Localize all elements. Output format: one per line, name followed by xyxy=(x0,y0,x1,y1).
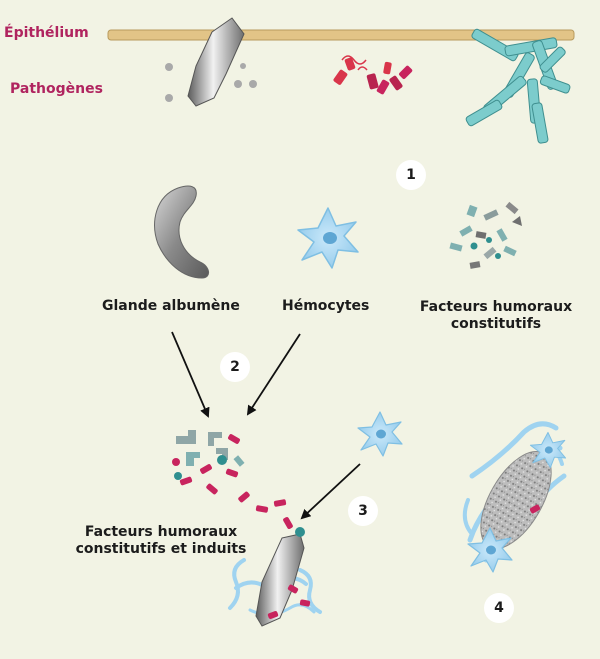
induced-factors-cluster xyxy=(172,430,293,529)
albumen-gland-label: Glande albumène xyxy=(102,298,240,314)
step-2-badge: 2 xyxy=(220,352,250,382)
hemocyte-top xyxy=(297,207,359,269)
constitutive-factors-cluster xyxy=(449,201,522,269)
constitutive-factors-label: Facteurs humoraux constitutifs xyxy=(412,299,580,333)
step-4-badge: 4 xyxy=(484,593,514,623)
constitutive-factors-line1: Facteurs humoraux xyxy=(419,299,573,315)
induced-factors-line2: constitutifs et induits xyxy=(75,541,247,557)
arrow-gland-to-factors xyxy=(171,331,210,418)
step-1-badge: 1 xyxy=(396,160,426,190)
hemocyte-migrating xyxy=(357,411,403,457)
arrow-hemocytes-to-factors xyxy=(246,333,301,416)
epithelium-band xyxy=(107,29,575,41)
induced-factors-line1: Facteurs humoraux xyxy=(84,524,238,540)
epithelium-label: Épithélium xyxy=(4,25,89,41)
albumen-gland-shape xyxy=(154,185,209,279)
pathogen-teal-bacteria xyxy=(465,28,571,144)
hemocytes-label: Hémocytes xyxy=(282,298,370,314)
arrow-hemocyte-to-pathogen xyxy=(300,463,361,520)
constitutive-factors-line2: constitutifs xyxy=(450,316,542,332)
induced-factors-label: Facteurs humoraux constitutifs et induit… xyxy=(68,524,254,558)
pathogen-encapsulation-start xyxy=(228,527,322,627)
pathogens-label: Pathogènes xyxy=(10,81,103,97)
step-3-badge: 3 xyxy=(348,496,378,526)
pathogen-rod-epithelium xyxy=(165,17,257,107)
pathogen-red-bacteria xyxy=(333,55,413,95)
